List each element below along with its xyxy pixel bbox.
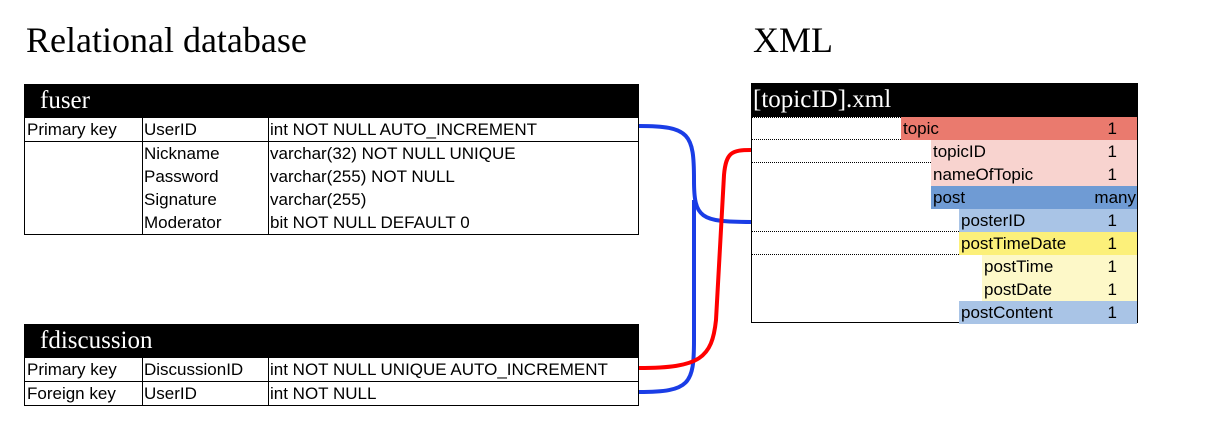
xml-body: topic 1 topicID 1 nameOfTopic 1 post man… xyxy=(751,117,1138,324)
relational-heading: Relational database xyxy=(26,20,307,60)
userid-to-posterid-link xyxy=(638,124,752,224)
xml-node-posterid: posterID 1 xyxy=(959,209,1137,232)
fk-userid-to-posterid-link xyxy=(638,200,696,394)
field-cell: Nickname xyxy=(144,144,220,163)
node-label: postTime xyxy=(984,257,1054,276)
node-label: topicID xyxy=(933,142,986,161)
node-label: posterID xyxy=(961,211,1026,230)
xml-title: [topicID].xml xyxy=(751,83,1138,117)
fdiscussion-row-userid: Foreign key UserID int NOT NULL xyxy=(25,382,638,405)
dotted-guide xyxy=(752,231,959,232)
type-cell: varchar(32) NOT NULL UNIQUE xyxy=(270,144,516,163)
node-label: nameOfTopic xyxy=(933,165,1034,184)
field-cell: UserID xyxy=(144,120,197,139)
node-count: 1 xyxy=(1107,303,1117,322)
xml-node-postdate: postDate 1 xyxy=(982,278,1137,301)
fuser-row-nickname: Nickname varchar(32) NOT NULL UNIQUE xyxy=(25,142,638,165)
node-label: post xyxy=(933,188,966,207)
column-divider xyxy=(268,118,269,234)
dotted-guide xyxy=(752,162,931,163)
type-cell: varchar(255) xyxy=(270,190,367,209)
node-label: postContent xyxy=(961,303,1053,322)
fuser-row-userid: Primary key UserID int NOT NULL AUTO_INC… xyxy=(25,118,638,142)
fuser-title: fuser xyxy=(24,84,639,118)
fuser-row-signature: Signature varchar(255) xyxy=(25,188,638,211)
fdiscussion-table: fdiscussion Primary key DiscussionID int… xyxy=(24,324,639,406)
xml-node-posttime: postTime 1 xyxy=(982,255,1137,278)
fdiscussion-title: fdiscussion xyxy=(24,324,639,358)
type-cell: int NOT NULL AUTO_INCREMENT xyxy=(270,120,538,139)
fuser-table: fuser Primary key UserID int NOT NULL AU… xyxy=(24,84,639,235)
xml-node-postcontent: postContent 1 xyxy=(959,301,1137,324)
xml-node-topic: topic 1 xyxy=(901,117,1137,140)
type-cell: int NOT NULL xyxy=(270,384,377,403)
node-count: 1 xyxy=(1107,257,1117,276)
column-divider xyxy=(142,118,143,234)
field-cell: UserID xyxy=(144,384,197,403)
xml-tree: [topicID].xml topic 1 topicID 1 nameOfTo… xyxy=(751,83,1138,324)
xml-node-nameoftopic: nameOfTopic 1 xyxy=(931,163,1137,186)
field-cell: DiscussionID xyxy=(144,360,244,379)
key-cell: Primary key xyxy=(27,360,117,379)
field-cell: Moderator xyxy=(144,213,222,232)
node-count: 1 xyxy=(1107,165,1117,184)
xml-node-topicid: topicID 1 xyxy=(931,140,1137,163)
key-cell: Foreign key xyxy=(27,384,116,403)
fdiscussion-body: Primary key DiscussionID int NOT NULL UN… xyxy=(24,358,639,406)
dotted-guide xyxy=(752,254,959,255)
node-count: 1 xyxy=(1107,280,1117,299)
fuser-body: Primary key UserID int NOT NULL AUTO_INC… xyxy=(24,118,639,235)
node-label: postDate xyxy=(984,280,1053,299)
xml-node-posttimedate: postTimeDate 1 xyxy=(959,232,1137,255)
node-label: postTimeDate xyxy=(961,234,1067,253)
dotted-guide xyxy=(752,117,901,118)
dotted-guide xyxy=(752,139,931,140)
field-cell: Password xyxy=(144,167,219,186)
type-cell: varchar(255) NOT NULL xyxy=(270,167,455,186)
node-count: many xyxy=(1094,188,1136,207)
node-count: 1 xyxy=(1107,211,1117,230)
fuser-row-password: Password varchar(255) NOT NULL xyxy=(25,165,638,188)
discussionid-to-topicid-link xyxy=(638,148,752,370)
key-cell: Primary key xyxy=(27,120,117,139)
node-label: topic xyxy=(903,119,939,138)
xml-heading: XML xyxy=(753,20,833,60)
node-count: 1 xyxy=(1107,119,1117,138)
type-cell: bit NOT NULL DEFAULT 0 xyxy=(270,213,470,232)
node-count: 1 xyxy=(1107,234,1117,253)
field-cell: Signature xyxy=(144,190,217,209)
fdiscussion-row-discussionid: Primary key DiscussionID int NOT NULL UN… xyxy=(25,358,638,382)
xml-node-post: post many xyxy=(931,186,1137,209)
type-cell: int NOT NULL UNIQUE AUTO_INCREMENT xyxy=(270,360,608,379)
fuser-row-moderator: Moderator bit NOT NULL DEFAULT 0 xyxy=(25,211,638,234)
node-count: 1 xyxy=(1107,142,1117,161)
